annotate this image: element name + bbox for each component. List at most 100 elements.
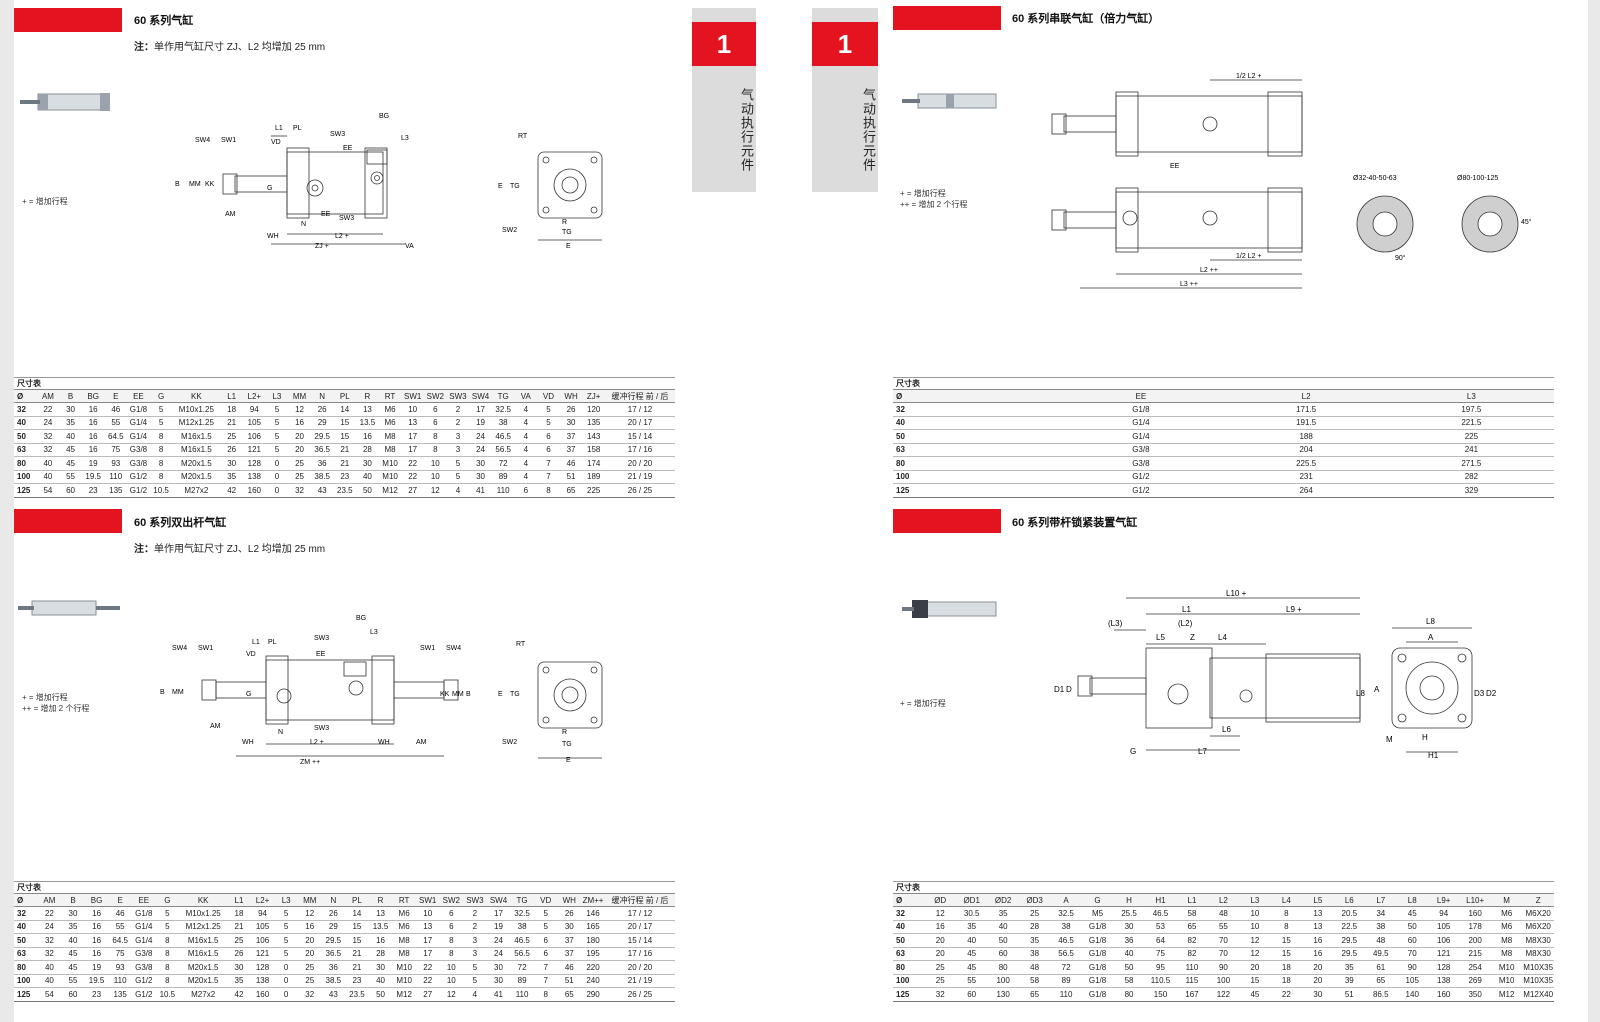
table-cell: 80 (14, 456, 37, 471)
column-header: H (1113, 893, 1145, 907)
column-header: ØD1 (955, 893, 988, 907)
table-cell: 17 / 16 (605, 443, 675, 457)
table-cell: 22 (36, 402, 60, 417)
table-cell: 17 (486, 906, 511, 921)
table-cell: 20 (924, 933, 956, 948)
table-cell: 7 (537, 470, 560, 484)
table-cell: 35 (1333, 960, 1366, 975)
table-cell: 37 (559, 429, 583, 444)
dim-label: L5 (1156, 633, 1165, 642)
table-cell: 40 (955, 933, 988, 948)
table-cell: M20x1.5 (172, 470, 221, 484)
table-cell: M10 (392, 960, 416, 975)
table-cell: 40 (59, 429, 82, 444)
table-cell: 20 (924, 947, 956, 961)
table-cell: 17 (401, 443, 424, 457)
table-cell: 65 (557, 987, 582, 1002)
table-cell: 125 (14, 483, 37, 498)
column-header: ØD2 (987, 893, 1019, 907)
table-cell: M12X40 (1522, 987, 1554, 1002)
table-cell: 56.5 (510, 947, 534, 961)
table-cell: M6X20 (1522, 920, 1554, 934)
table-cell: 26 (227, 947, 251, 961)
table-cell: 215 (1459, 947, 1491, 961)
dim-label: L1 (1182, 605, 1191, 614)
table-cell: 50 (368, 987, 393, 1002)
chapter-label: 气动执行元件 (861, 88, 876, 172)
dim-label: ZM ++ (300, 759, 320, 766)
column-header: AM (36, 389, 60, 403)
dim-label: SW2 (502, 739, 517, 746)
table-cell: M10 (378, 456, 402, 471)
column-header: L5 (1302, 893, 1334, 907)
table-cell: 158 (582, 443, 605, 457)
dim-label: H (1422, 733, 1428, 742)
table-cell: 56.5 (491, 443, 515, 457)
table-cell: 20 (297, 933, 322, 948)
double-rod-drawing: SW4 SW1 B MM AM G VD L1 PL SW3 BG L3 EE … (160, 615, 471, 766)
dim-label: RT (518, 133, 528, 140)
table-cell: 20 (1302, 974, 1334, 988)
table-cell: 24 (469, 443, 492, 457)
dim-label: B (466, 691, 471, 698)
table-cell: 121 (1427, 947, 1460, 961)
cylinder-photo (902, 93, 997, 109)
table-cell: 17 (401, 429, 424, 444)
table-title: 尺寸表 (893, 377, 1554, 389)
table-cell: 5 (274, 920, 298, 934)
table-cell: 32 (297, 987, 322, 1002)
column-header: KK (172, 389, 221, 403)
dim-label: RT (516, 641, 526, 648)
table-cell: 25 (227, 933, 251, 948)
table-cell: G1/2 (127, 483, 150, 498)
table-cell: 18 (220, 402, 243, 417)
cylinder-photo (20, 93, 110, 111)
section-title: 60 系列带杆锁紧装置气缸 (1012, 517, 1138, 529)
table-cell: 5 (265, 429, 289, 444)
dim-label: L2 + (310, 739, 324, 746)
column-header: TG (491, 389, 515, 403)
right-chapter-tab: 1 气动执行元件 (812, 8, 878, 192)
table-cell: 29.5 (310, 429, 334, 444)
table-cell: 20 (1302, 960, 1334, 975)
table-cell: 15 / 14 (605, 429, 675, 444)
table-cell: 13 (368, 906, 393, 921)
table-cell: 48 (1365, 933, 1397, 948)
table-cell: 75 (108, 947, 132, 961)
table-cell: 95 (1144, 960, 1177, 975)
table-cell: 17 (469, 402, 492, 417)
table-cell: 5 (446, 456, 470, 471)
table-cell: 65 (1018, 987, 1051, 1002)
rod-lock-end-view: L8 A A D3 D2 M H H1 (1374, 617, 1497, 760)
section-title: 60 系列串联气缸（倍力气缸） (1012, 13, 1160, 25)
table-cell: M12x1.25 (179, 920, 228, 934)
table-cell: 221.5 (1388, 416, 1554, 430)
table-cell: 254 (1459, 960, 1491, 975)
table-cell: 121 (243, 443, 266, 457)
table-cell: M6 (378, 402, 402, 417)
dim-label: G (267, 185, 272, 192)
table-cell: G1/4 (131, 933, 156, 948)
table-cell: M16x1.5 (172, 443, 221, 457)
table-cell: 40 (356, 470, 379, 484)
section-header-bar (893, 6, 1001, 30)
table-cell: G1/2 (131, 974, 156, 988)
table-cell: 100 (14, 470, 37, 484)
table-cell: 20 (297, 947, 322, 961)
table-cell: M12 (392, 987, 416, 1002)
dim-label: SW4 (172, 645, 187, 652)
table-cell: 18 (1270, 960, 1303, 975)
dim-label: EE (316, 651, 326, 658)
table-cell: 5 (446, 470, 470, 484)
table-cell: 5 (265, 443, 289, 457)
table-cell: 26 / 25 (605, 987, 675, 1002)
table-cell: 0 (274, 974, 298, 988)
column-header: SW4 (486, 893, 511, 907)
table-cell: 22 (401, 456, 424, 471)
table-cell: 29.5 (1333, 947, 1366, 961)
table-cell: 34 (1365, 906, 1397, 921)
table-cell: 63 (893, 443, 1059, 457)
table-cell: 26 (321, 906, 346, 921)
